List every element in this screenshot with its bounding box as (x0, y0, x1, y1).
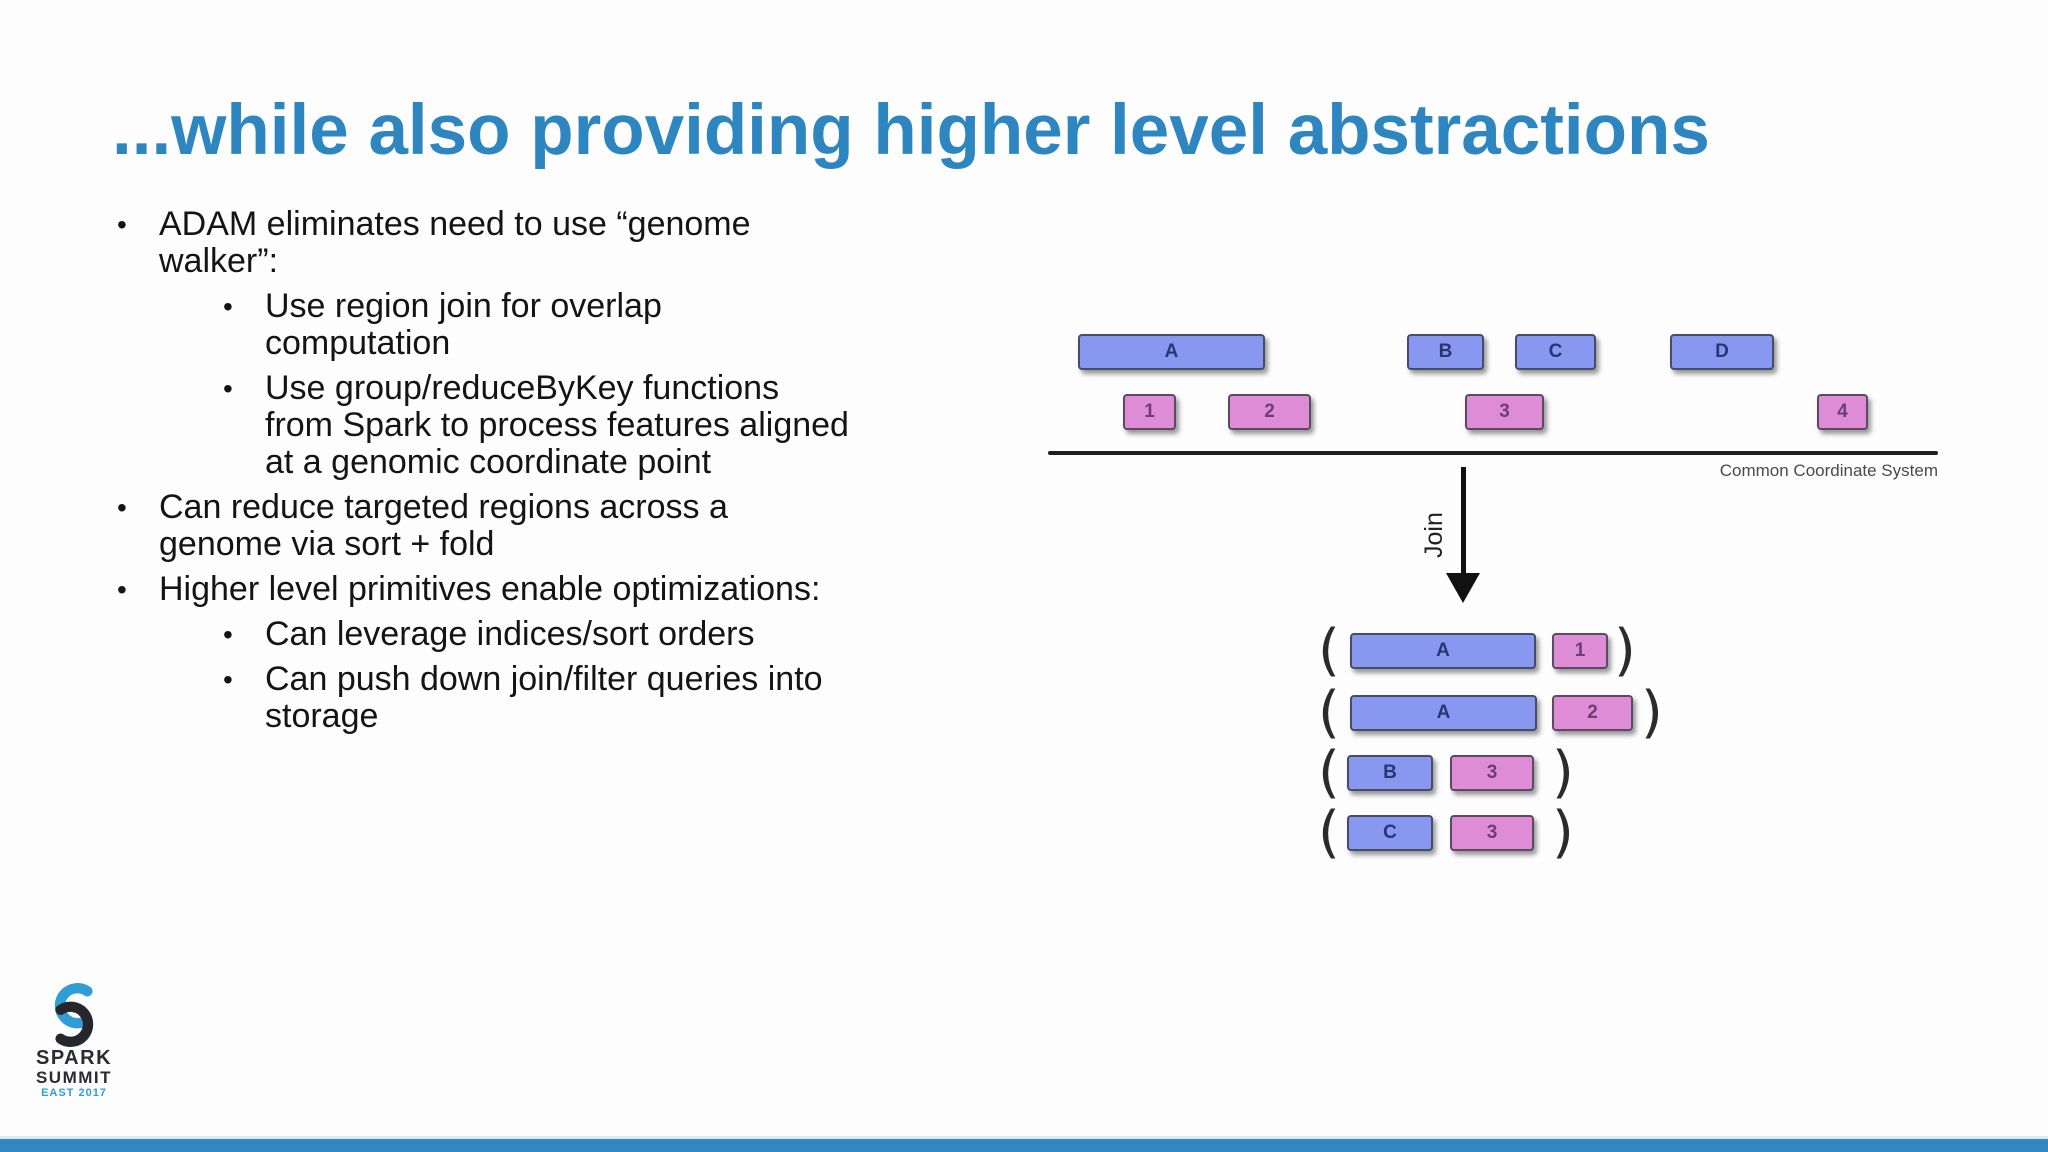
join-arrow-head-icon (1446, 573, 1480, 603)
paren-close: ) (1614, 618, 1636, 683)
bullet-line: Can leverage indices/sort orders (265, 615, 755, 653)
join-label: Join (1420, 512, 1448, 558)
region-box-d: D (1670, 334, 1774, 370)
bullet-text: Can reduce targeted regions across a gen… (159, 489, 728, 563)
bullet-item-pushdown: • Can push down join/filter queries into… (221, 661, 1015, 735)
bullet-line: genome via sort + fold (159, 525, 495, 563)
bullet-text: ADAM eliminates need to use “genome walk… (159, 206, 751, 280)
bullet-item-region-join: • Use region join for overlap computatio… (221, 288, 1015, 362)
region-box-b: B (1407, 334, 1484, 370)
pair-1-region: A (1350, 633, 1536, 669)
bullet-item-group-reduce: • Use group/reduceByKey functions from S… (221, 370, 1015, 481)
bullet-list: • ADAM eliminates need to use “genome wa… (115, 206, 1015, 743)
feature-box-3: 3 (1465, 394, 1544, 430)
region-box-a: A (1078, 334, 1265, 370)
pair-1-feature: 1 (1552, 633, 1608, 669)
bullet-text: Higher level primitives enable optimizat… (159, 571, 820, 608)
pair-3-region: B (1347, 755, 1433, 791)
bullet-text: Use group/reduceByKey functions from Spa… (265, 370, 849, 481)
bullet-item-primitives: • Higher level primitives enable optimiz… (115, 571, 1015, 608)
region-box-c: C (1515, 334, 1596, 370)
paren-close: ) (1552, 800, 1574, 865)
pair-3-feature: 3 (1450, 755, 1534, 791)
footer-bar-highlight (0, 1136, 2048, 1139)
bullet-glyph: • (117, 492, 127, 523)
bullet-line: at a genomic coordinate point (265, 443, 712, 481)
bullet-line: Use group/reduceByKey functions (265, 369, 780, 407)
paren-open: ( (1318, 680, 1340, 745)
bullet-glyph: • (223, 373, 233, 404)
coordinate-axis-line (1048, 451, 1938, 455)
bullet-text: Can push down join/filter queries into s… (265, 661, 823, 735)
bullet-line: computation (265, 324, 451, 362)
pair-2-feature: 2 (1552, 695, 1633, 731)
pair-4-region: C (1347, 815, 1433, 851)
feature-box-1: 1 (1123, 394, 1176, 430)
bullet-line: from Spark to process features aligned (265, 406, 849, 444)
feature-box-4: 4 (1817, 394, 1868, 430)
bullet-glyph: • (223, 664, 233, 695)
spark-summit-logo: SPARK SUMMIT EAST 2017 (28, 982, 120, 1100)
bullet-line: walker”: (159, 242, 279, 280)
logo-title: SPARK (35, 1047, 113, 1069)
bullet-glyph: • (223, 619, 233, 650)
pair-4-feature: 3 (1450, 815, 1534, 851)
bullet-line: storage (265, 697, 379, 735)
bullet-line: Higher level primitives enable optimizat… (159, 570, 821, 608)
bullet-item-adam: • ADAM eliminates need to use “genome wa… (115, 206, 1015, 280)
pair-2-region: A (1350, 695, 1537, 731)
feature-box-2: 2 (1228, 394, 1311, 430)
bullet-line: ADAM eliminates need to use “genome (159, 205, 751, 243)
bullet-line: Can push down join/filter queries into (265, 660, 823, 698)
paren-open: ( (1318, 740, 1340, 805)
bullet-glyph: • (223, 291, 233, 322)
bullet-line: Can reduce targeted regions across a (159, 488, 728, 526)
logo-edition: EAST 2017 (41, 1087, 107, 1099)
paren-close: ) (1552, 740, 1574, 805)
spark-swirl-icon (54, 983, 94, 1047)
bullet-item-indices: • Can leverage indices/sort orders (221, 616, 1015, 653)
footer-bar (0, 1139, 2048, 1152)
bullet-text: Can leverage indices/sort orders (265, 616, 754, 653)
slide-title: ...while also providing higher level abs… (112, 91, 1710, 170)
region-join-diagram: A B C D 1 2 3 4 Common Coordinate System… (1040, 330, 1960, 875)
bullet-item-reduce-regions: • Can reduce targeted regions across a g… (115, 489, 1015, 563)
join-arrow-shaft (1461, 467, 1466, 575)
paren-open: ( (1318, 618, 1340, 683)
bullet-text: Use region join for overlap computation (265, 288, 662, 362)
logo-subtitle: SUMMIT (35, 1068, 113, 1087)
bullet-glyph: • (117, 209, 127, 240)
coordinate-axis-label: Common Coordinate System (1719, 461, 1938, 480)
bullet-line: Use region join for overlap (265, 287, 662, 325)
bullet-glyph: • (117, 574, 127, 605)
paren-close: ) (1641, 680, 1663, 745)
paren-open: ( (1318, 800, 1340, 865)
